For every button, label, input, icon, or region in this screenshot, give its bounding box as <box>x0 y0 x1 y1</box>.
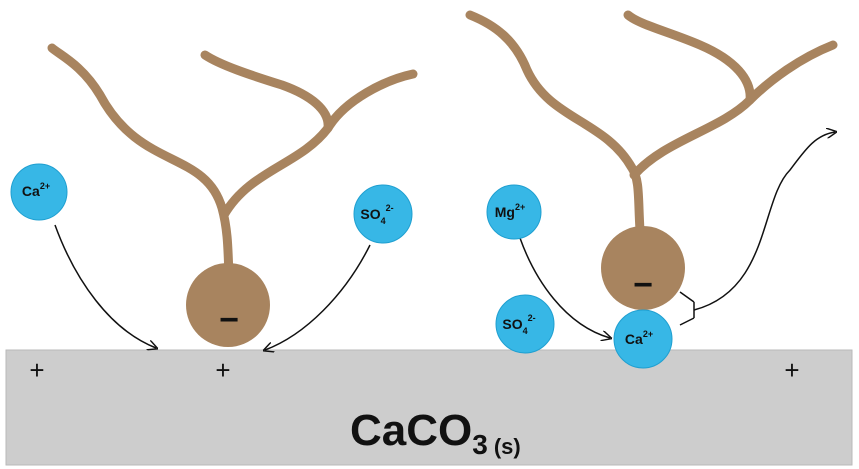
svg-text:Ca2+: Ca2+ <box>625 329 653 347</box>
right-molecule <box>465 10 838 235</box>
surface-formula: CaCO3(s) <box>350 406 521 460</box>
right-molecule-tail <box>465 10 645 235</box>
right-head-charge: − <box>633 266 653 304</box>
left-ion-ca: Ca2+ <box>10 163 68 221</box>
surface-plus-sign: + <box>29 355 44 385</box>
right-bracket <box>679 291 695 326</box>
right-molecule-tail <box>623 10 755 105</box>
svg-text:SO42-: SO42- <box>360 203 393 226</box>
right-ion-so4: SO42- <box>495 294 555 354</box>
surface-plus-sign: + <box>215 355 230 385</box>
right-ion-ca: Ca2+ <box>613 309 673 369</box>
left-molecule-tail <box>47 43 234 282</box>
left-arrow-so4 <box>265 244 371 350</box>
surface-plus-sign: + <box>784 355 799 385</box>
right-ion-mg: Mg2+ <box>486 184 542 240</box>
svg-text:SO42-: SO42- <box>502 313 535 336</box>
left-molecule-head <box>186 263 270 347</box>
left-ion-so4: SO42- <box>353 184 413 244</box>
left-arrow-ca <box>54 224 156 348</box>
right-molecule-head <box>601 226 685 310</box>
left-molecule <box>47 43 418 282</box>
svg-text:Ca2+: Ca2+ <box>22 181 50 199</box>
left-molecule-tail <box>200 50 333 133</box>
left-head-charge: − <box>219 301 239 339</box>
calcite-surface <box>5 349 853 466</box>
svg-text:Mg2+: Mg2+ <box>495 202 525 220</box>
right-arrow-release <box>693 132 835 311</box>
right-arrow-mg <box>519 237 610 338</box>
